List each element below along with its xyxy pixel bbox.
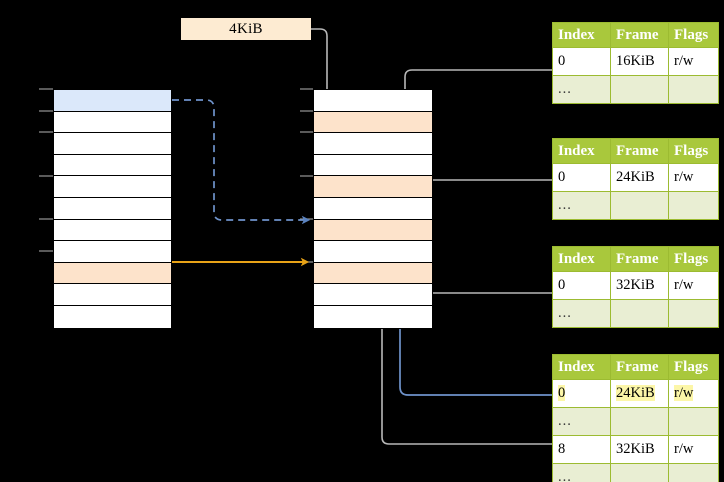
left-column-ticks xyxy=(39,88,53,252)
page-table-0-header-flags: Flags xyxy=(668,22,719,48)
highlighted-value: 24KiB xyxy=(616,385,655,401)
page-table-3-cell-index: 0 xyxy=(552,379,611,408)
page-table-3-cell-index: ... xyxy=(552,463,611,482)
page-table-2-header-index: Index xyxy=(552,246,611,272)
mid-column-ticks xyxy=(300,88,313,263)
virtual-address-space-cell-0 xyxy=(54,90,171,112)
virtual-address-space-cell-9 xyxy=(54,284,171,306)
page-table-3-header-flags: Flags xyxy=(668,354,719,380)
physical-memory-column xyxy=(313,89,433,329)
page-table-1-cell-index: 0 xyxy=(552,163,611,192)
page-table-3-row[interactable]: ... xyxy=(552,407,719,436)
page-table-1-header-index: Index xyxy=(552,138,611,164)
wire-virtual-blue-to-physical xyxy=(172,99,311,225)
virtual-address-space-cell-5 xyxy=(54,197,171,220)
page-table-1-cell-frame xyxy=(610,191,669,220)
physical-memory-cell-6 xyxy=(314,219,432,242)
page-table-3-cell-frame: 24KiB xyxy=(610,379,669,408)
page-table-2-header-flags: Flags xyxy=(668,246,719,272)
page-table-2-cell-flags xyxy=(668,299,719,328)
page-table-0-cell-frame: 16KiB xyxy=(610,47,669,76)
virtual-address-column xyxy=(53,89,172,329)
page-table-1-cell-frame: 24KiB xyxy=(610,163,669,192)
page-table-3-header-index: Index xyxy=(552,354,611,380)
page-table-3-cell-flags: r/w xyxy=(668,435,719,464)
page-table-3-cell-flags xyxy=(668,463,719,482)
page-table-0-cell-index: 0 xyxy=(552,47,611,76)
page-table-3-cell-frame: 32KiB xyxy=(610,435,669,464)
virtual-address-space-cell-3 xyxy=(54,154,171,177)
page-table-3-cell-frame xyxy=(610,407,669,436)
physical-memory-cell-4 xyxy=(314,176,432,198)
page-table-1-header-flags: Flags xyxy=(668,138,719,164)
virtual-address-space-cell-8 xyxy=(54,262,171,285)
page-table-3-header-frame: Frame xyxy=(610,354,669,380)
page-table-2-cell-frame: 32KiB xyxy=(610,271,669,300)
page-table-1-cell-index: ... xyxy=(552,191,611,220)
physical-memory-cell-1 xyxy=(314,111,432,134)
wire-table1-to-frame xyxy=(421,179,552,224)
page-table-0-header-index: Index xyxy=(552,22,611,48)
page-table-2-cell-index: 0 xyxy=(552,271,611,300)
virtual-address-space-cell-10 xyxy=(54,305,171,328)
page-table-2-row[interactable]: ... xyxy=(552,299,719,328)
page-table-2-header-frame: Frame xyxy=(610,246,669,272)
physical-memory-cell-10 xyxy=(314,305,432,328)
highlighted-value: 0 xyxy=(558,385,566,401)
page-table-0-cell-index: ... xyxy=(552,75,611,104)
page-table-3-cell-flags xyxy=(668,407,719,436)
physical-memory-cell-7 xyxy=(314,241,432,263)
page-table-0-row[interactable]: ... xyxy=(552,75,719,104)
page-table-3-cell-frame xyxy=(610,463,669,482)
virtual-address-space-cell-7 xyxy=(54,241,171,263)
page-table-3-cell-index: 8 xyxy=(552,435,611,464)
page-table-2-cell-flags: r/w xyxy=(668,271,719,300)
virtual-address-space-cell-4 xyxy=(54,176,171,198)
page-table-3-row[interactable]: ... xyxy=(552,463,719,482)
page-table-0-header-frame: Frame xyxy=(610,22,669,48)
physical-memory-cell-0 xyxy=(314,90,432,112)
page-table-3-cell-flags: r/w xyxy=(668,379,719,408)
physical-memory-cell-8 xyxy=(314,262,432,285)
page-table-1-row[interactable]: ... xyxy=(552,191,719,220)
page-table-0-cell-flags xyxy=(668,75,719,104)
physical-memory-cell-5 xyxy=(314,197,432,220)
page-table-3-row[interactable]: 0 24KiB r/w xyxy=(552,379,719,408)
page-table-1-header-frame: Frame xyxy=(610,138,669,164)
page-table-3-cell-index: ... xyxy=(552,407,611,436)
page-table-0-cell-flags: r/w xyxy=(668,47,719,76)
page-table-1-cell-flags: r/w xyxy=(668,163,719,192)
page-table-2-cell-index: ... xyxy=(552,299,611,328)
physical-memory-cell-9 xyxy=(314,284,432,306)
virtual-address-space-cell-2 xyxy=(54,133,171,155)
highlighted-value: r/w xyxy=(674,385,694,401)
wire-table2-to-frame xyxy=(421,269,552,294)
page-table-1-cell-flags xyxy=(668,191,719,220)
physical-memory-cell-3 xyxy=(314,154,432,177)
virtual-address-space-cell-6 xyxy=(54,219,171,242)
page-table-2-cell-frame xyxy=(610,299,669,328)
page-table-0-cell-frame xyxy=(610,75,669,104)
physical-memory-cell-2 xyxy=(314,133,432,155)
offset-label: 4KiB xyxy=(181,18,311,40)
virtual-address-space-cell-1 xyxy=(54,111,171,134)
